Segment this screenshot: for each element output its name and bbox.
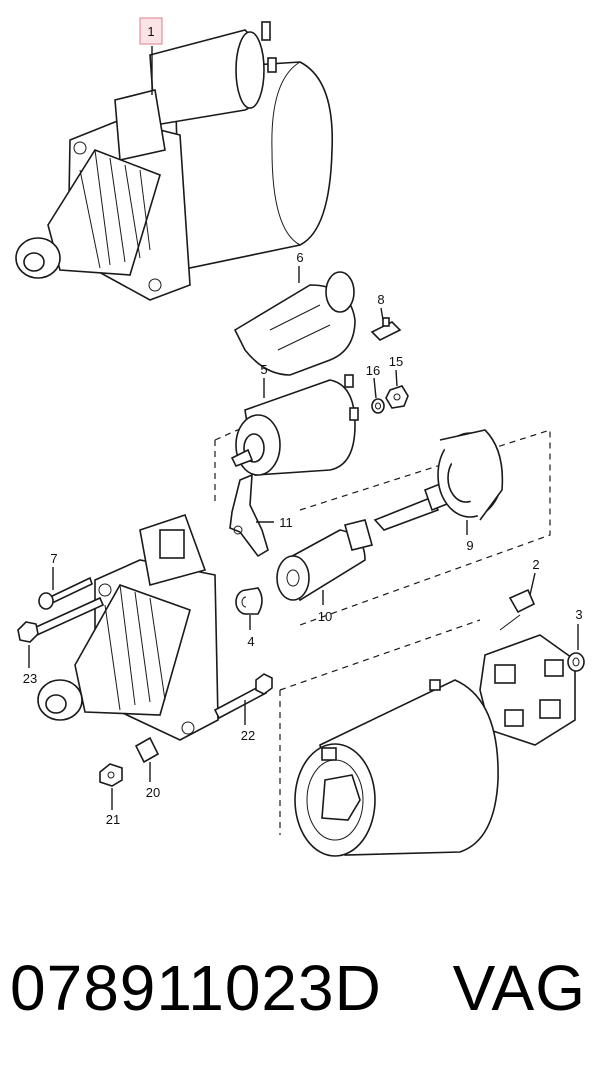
callout-21[interactable]: 21 bbox=[106, 812, 120, 827]
brand-name: VAG bbox=[452, 952, 586, 1024]
leader-lines bbox=[28, 46, 579, 810]
callout-5[interactable]: 5 bbox=[260, 362, 267, 377]
part-caption: 078911023D VAG bbox=[0, 938, 600, 1038]
callout-20[interactable]: 20 bbox=[146, 785, 160, 800]
part-4-bushing bbox=[235, 587, 263, 615]
exploded-group-bracket bbox=[214, 419, 551, 626]
part-15-nut bbox=[385, 385, 409, 409]
callout-22[interactable]: 22 bbox=[241, 728, 255, 743]
starter-motor-assembly bbox=[15, 21, 334, 301]
part-22-bolt bbox=[213, 673, 273, 720]
part-16-washer bbox=[371, 398, 385, 414]
part-5-solenoid bbox=[230, 374, 359, 476]
part-3-cap bbox=[567, 652, 585, 672]
exploded-parts-diagram: 1 6 8 15 16 5 11 9 7 10 4 2 3 23 22 20 2… bbox=[15, 17, 585, 857]
callout-10[interactable]: 10 bbox=[318, 609, 332, 624]
part-number: 078911023D bbox=[10, 952, 382, 1024]
callout-15[interactable]: 15 bbox=[389, 354, 403, 369]
field-housing-bracket bbox=[279, 619, 481, 835]
part-7-bolt bbox=[38, 576, 93, 610]
part-9-armature bbox=[373, 429, 504, 531]
callout-11[interactable]: 11 bbox=[279, 515, 293, 530]
part-11-lever bbox=[229, 473, 269, 558]
callout-16[interactable]: 16 bbox=[366, 363, 380, 378]
part-20-sleeve bbox=[134, 736, 160, 764]
callout-6[interactable]: 6 bbox=[296, 250, 303, 265]
drive-end-bracket bbox=[37, 513, 219, 741]
part-6-cover bbox=[233, 271, 356, 376]
callout-3[interactable]: 3 bbox=[575, 607, 582, 622]
part-23-bolt bbox=[17, 596, 105, 643]
part-8-plug bbox=[370, 317, 402, 341]
callout-1-box bbox=[139, 17, 163, 45]
part-21-nut bbox=[99, 763, 123, 787]
callout-23[interactable]: 23 bbox=[23, 671, 37, 686]
part-2-brush-plate bbox=[479, 588, 576, 746]
callout-1[interactable]: 1 bbox=[147, 24, 154, 39]
field-housing bbox=[294, 679, 499, 857]
callout-9[interactable]: 9 bbox=[466, 538, 473, 553]
part-10-drive-pinion bbox=[276, 519, 373, 602]
callout-7[interactable]: 7 bbox=[50, 551, 57, 566]
callout-2[interactable]: 2 bbox=[532, 557, 539, 572]
callout-4[interactable]: 4 bbox=[247, 634, 254, 649]
callout-8[interactable]: 8 bbox=[377, 292, 384, 307]
